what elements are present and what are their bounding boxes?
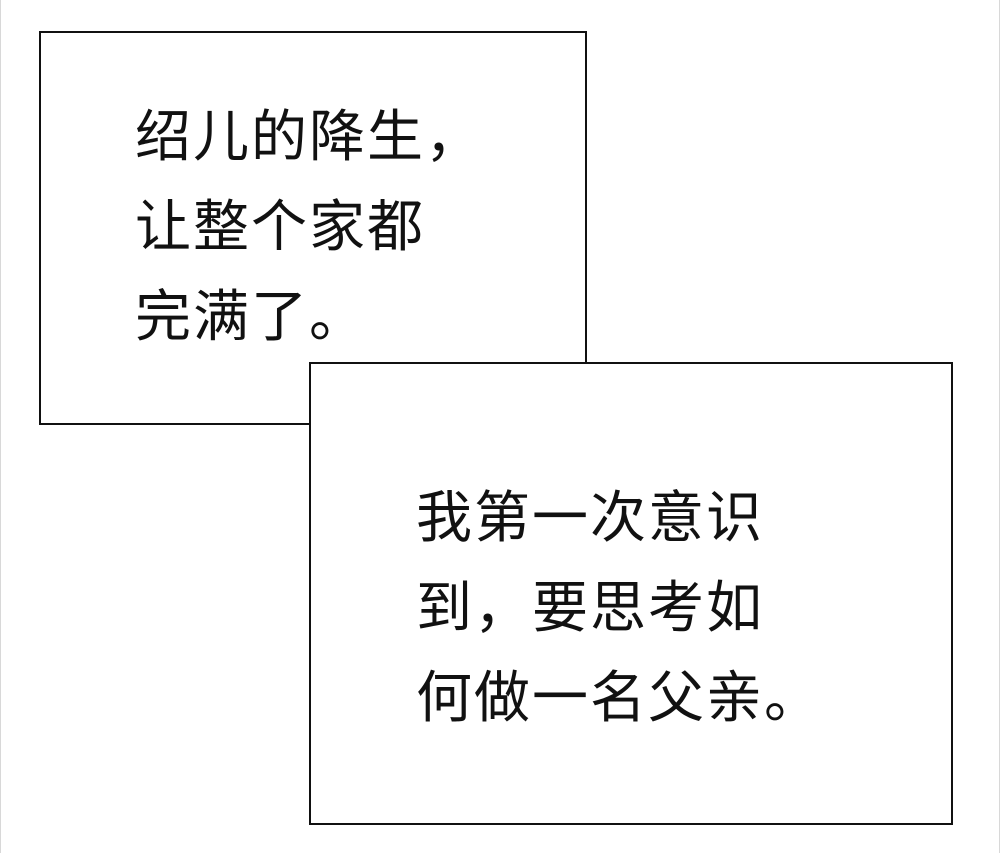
- caption-box-top: 绍儿的降生， 让整个家都 完满了。: [39, 31, 587, 425]
- caption-box-bottom: 我第一次意识 到，要思考如 何做一名父亲。: [309, 362, 953, 825]
- caption-line: 我第一次意识: [416, 486, 764, 551]
- caption-line: 绍儿的降生，: [135, 105, 483, 170]
- caption-text-top: 绍儿的降生， 让整个家都 完满了。: [135, 93, 483, 363]
- caption-text-bottom: 我第一次意识 到，要思考如 何做一名父亲。: [416, 474, 822, 744]
- page-edge-left: [0, 0, 1, 853]
- caption-line: 何做一名父亲。: [416, 666, 822, 731]
- caption-line: 到，要思考如: [416, 576, 764, 641]
- caption-line: 完满了。: [135, 285, 367, 350]
- caption-line: 让整个家都: [135, 195, 425, 260]
